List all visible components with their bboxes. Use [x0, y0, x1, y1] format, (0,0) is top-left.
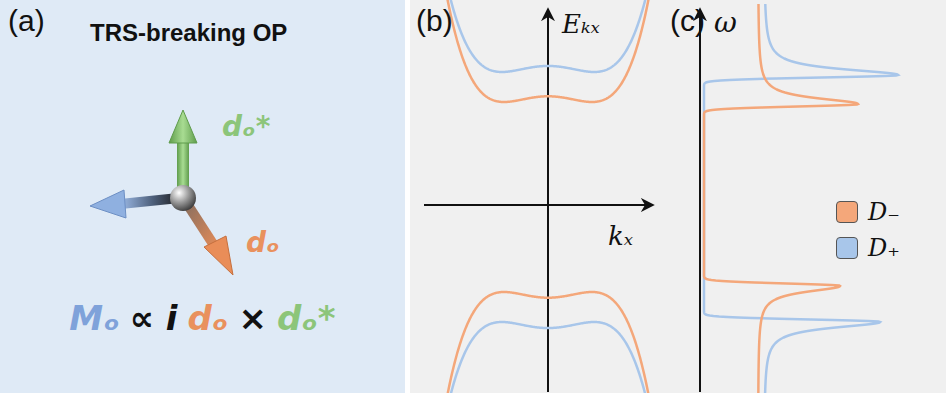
panel-label: (a)	[8, 4, 45, 37]
band-curve	[414, 0, 660, 72]
formula: Mₒ ∝ idₒ × dₒ*	[69, 300, 335, 337]
formula-term: ×	[238, 300, 267, 337]
panel: (c) ω	[660, 0, 946, 393]
panel: (a)TRS-breaking OPdₒ*dₒMₒ∝ idₒ×dₒ*	[0, 0, 405, 393]
panel-title: TRS-breaking OP	[90, 20, 287, 46]
formula-term: Mₒ	[69, 300, 119, 337]
axis	[424, 204, 652, 206]
band-curve	[414, 322, 660, 393]
axis-label: ω	[714, 8, 737, 39]
axis	[699, 10, 701, 392]
legend-swatch	[836, 237, 858, 259]
vector-label: dₒ*	[222, 112, 270, 143]
formula-term: ∝ i	[130, 300, 178, 337]
band-curve	[420, 0, 660, 102]
legend-item: D₋	[836, 194, 900, 230]
vector-label: dₒ	[246, 228, 280, 259]
legend-text: D₋	[868, 198, 900, 226]
panel-label: (c)	[670, 4, 705, 37]
panel-ground	[410, 0, 946, 393]
formula-term: dₒ	[187, 300, 228, 337]
formula-term: dₒ*	[277, 300, 336, 337]
legend: D₋ D₊	[836, 194, 900, 266]
dos-curve	[704, 4, 858, 393]
panel-ground	[0, 0, 405, 393]
legend-swatch	[836, 201, 858, 223]
vector-triad	[90, 110, 233, 275]
panel-label: (b)	[416, 4, 453, 37]
axis-label: Eₖₓ	[562, 10, 600, 39]
band-curves	[414, 0, 660, 393]
axis-label: kₓ	[608, 222, 633, 251]
axis	[547, 10, 549, 392]
panel: (b) Eₖₓ kₓ	[410, 0, 660, 393]
legend-text: D₊	[868, 234, 900, 262]
legend-item: D₊	[836, 230, 900, 266]
